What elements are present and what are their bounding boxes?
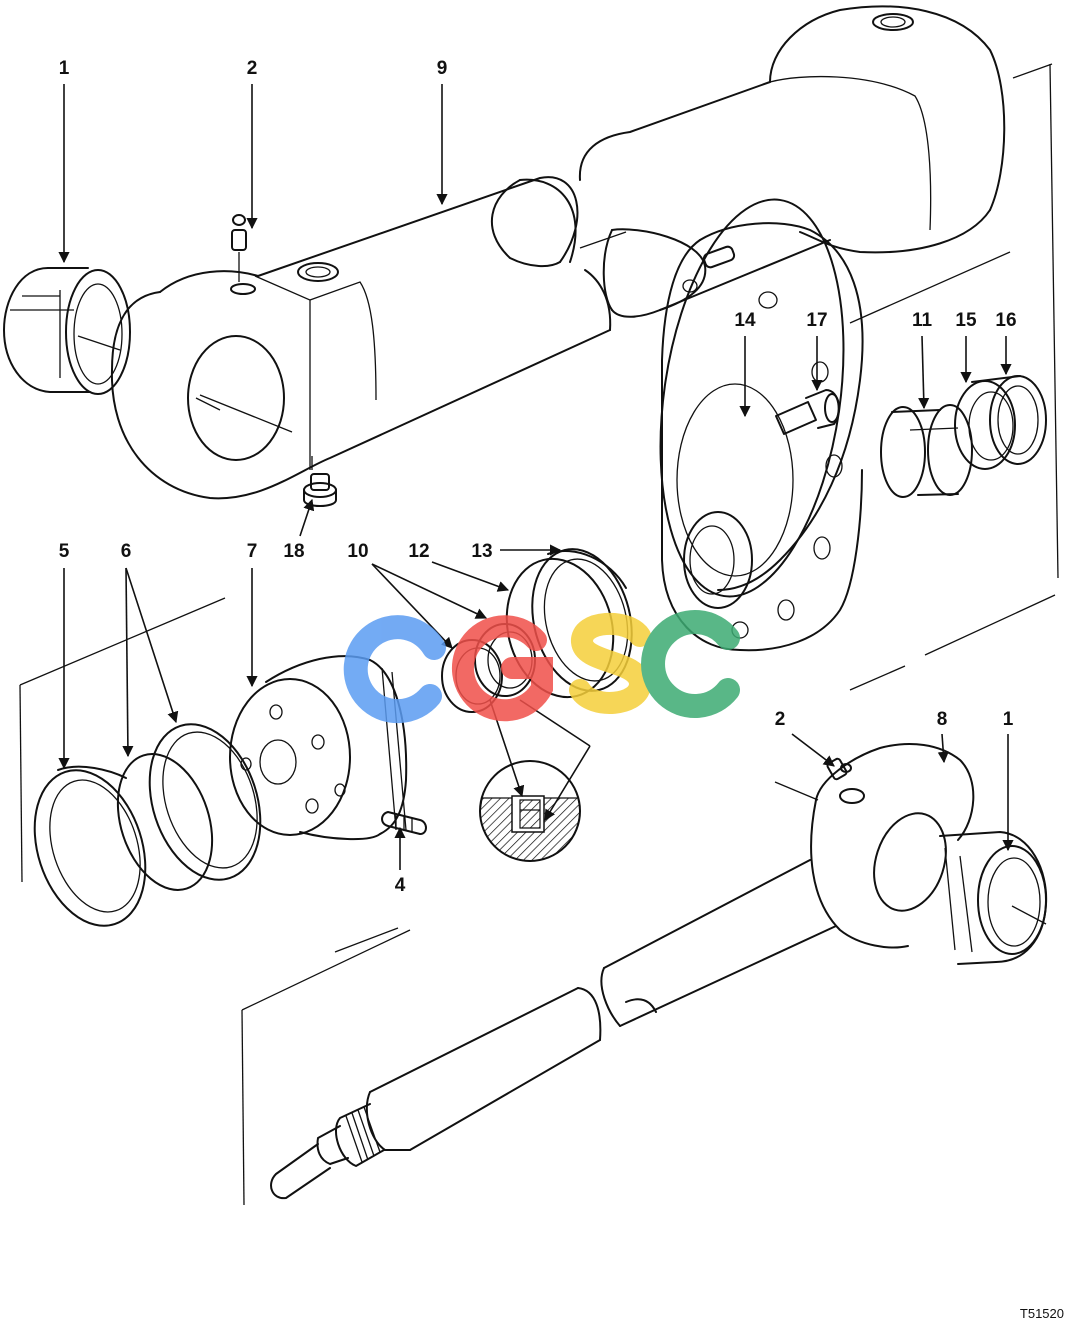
cylinder-barrel bbox=[110, 5, 1006, 500]
callout-11: 11 bbox=[912, 310, 933, 331]
callout-18: 18 bbox=[283, 541, 304, 562]
callout-17: 17 bbox=[806, 310, 827, 331]
grub-screw-4 bbox=[381, 811, 427, 835]
seal-15-wiper-16 bbox=[954, 375, 1047, 470]
ring-5 bbox=[33, 765, 147, 927]
rod-eye-8 bbox=[810, 743, 1048, 965]
watermark-letter-c2 bbox=[641, 610, 740, 718]
watermark-letter-s bbox=[569, 612, 652, 714]
leader-lines bbox=[58, 84, 1014, 870]
bushing-top bbox=[3, 267, 131, 395]
bolt-17 bbox=[775, 389, 840, 435]
grease-nipple-top bbox=[231, 214, 247, 282]
seal-section-detail bbox=[479, 760, 581, 862]
gland-14 bbox=[659, 198, 864, 652]
watermark-logo bbox=[343, 610, 740, 724]
callout-4: 4 bbox=[395, 875, 406, 896]
watermark-letter-c1 bbox=[343, 615, 446, 724]
callout-2-rod: 2 bbox=[775, 709, 786, 730]
piston-rod bbox=[270, 859, 837, 1200]
callout-2-top: 2 bbox=[247, 58, 258, 79]
callout-6: 6 bbox=[121, 541, 132, 562]
callout-10: 10 bbox=[347, 541, 368, 562]
callout-7: 7 bbox=[247, 541, 258, 562]
assembly-frame-lines bbox=[19, 63, 1059, 1206]
ring-6 bbox=[116, 723, 262, 891]
watermark-letter-g bbox=[451, 615, 553, 722]
drawing-code: T51520 bbox=[1020, 1306, 1064, 1321]
callout-5: 5 bbox=[59, 541, 70, 562]
callout-8: 8 bbox=[937, 709, 948, 730]
bushing-11 bbox=[880, 404, 973, 498]
callout-16: 16 bbox=[995, 310, 1016, 331]
callout-12: 12 bbox=[408, 541, 429, 562]
callout-9: 9 bbox=[437, 58, 448, 79]
callout-1-top: 1 bbox=[59, 58, 70, 79]
callout-13: 13 bbox=[471, 541, 492, 562]
callout-15: 15 bbox=[955, 310, 977, 331]
callout-labels: 1 2 9 14 17 11 15 16 18 5 6 7 10 12 13 4… bbox=[59, 58, 1017, 896]
callout-1-rod: 1 bbox=[1003, 709, 1014, 730]
piston-7 bbox=[229, 655, 408, 841]
callout-14: 14 bbox=[734, 310, 756, 331]
